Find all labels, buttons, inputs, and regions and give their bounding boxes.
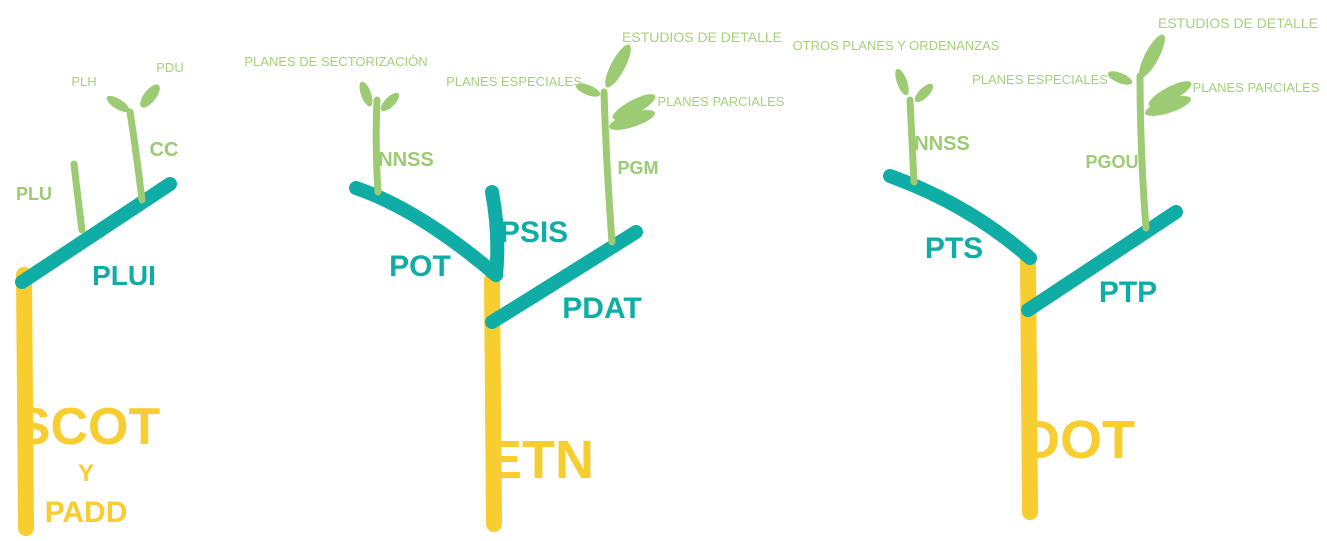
trunk-scot xyxy=(16,267,34,536)
leaf-plh xyxy=(106,95,130,113)
leaf-parciales-2 xyxy=(609,110,655,130)
leaf-pdu xyxy=(140,84,160,108)
twig-label-pgou: PGOU xyxy=(1085,152,1138,172)
leaf-sectorizacion-left xyxy=(359,81,373,107)
leaf-label-pdu: PDU xyxy=(156,60,183,75)
leaf-parciales-2 xyxy=(1145,96,1191,116)
twig-cc xyxy=(126,108,146,204)
leaf-estudios xyxy=(1139,34,1165,78)
twig-plu xyxy=(70,160,86,234)
trunk-label-etn: ETN xyxy=(486,430,594,490)
leaf-otros-left xyxy=(895,68,909,96)
leaf-otros-right xyxy=(914,83,934,103)
branch-pot xyxy=(349,181,503,282)
branch-label-pot: POT xyxy=(389,250,451,283)
branch-label-ptp: PTP xyxy=(1099,276,1157,309)
leaf-parciales-1 xyxy=(1148,81,1192,107)
twig-label-cc: CC xyxy=(150,139,179,161)
twig-pgou xyxy=(1136,72,1150,232)
leaf-estudios xyxy=(605,44,631,88)
twig-label-nnss: NNSS xyxy=(378,149,434,171)
branch-plui xyxy=(15,177,177,289)
branch-pdat xyxy=(485,225,643,329)
tree-etn: ETN POT PSIS PDAT NNSS PGM PLANES DE SEC… xyxy=(244,29,785,532)
twig-label-pgm: PGM xyxy=(617,158,658,178)
leaf-especiales xyxy=(575,83,601,97)
leaf-label-plh: PLH xyxy=(71,74,96,89)
branch-label-psis: PSIS xyxy=(500,216,568,249)
branch-label-pdat: PDAT xyxy=(562,292,641,325)
branch-ptp xyxy=(1021,205,1183,317)
leaf-label-parciales: PLANES PARCIALES xyxy=(658,94,785,109)
branch-psis xyxy=(485,185,505,282)
leaf-parciales-1 xyxy=(612,94,656,120)
trunk-label-line1: SCOT xyxy=(16,398,161,456)
twig-label-nnss: NNSS xyxy=(914,133,970,155)
leaf-sectorizacion-right xyxy=(380,92,400,112)
leaf-especiales xyxy=(1107,71,1133,85)
leaf-label-estudios: ESTUDIOS DE DETALLE xyxy=(622,29,782,45)
leaf-label-especiales: PLANES ESPECIALES xyxy=(972,72,1108,87)
leaf-label-especiales: PLANES ESPECIALES xyxy=(446,74,582,89)
twig-nnss xyxy=(906,96,918,186)
leaf-label-sectorizacion: PLANES DE SECTORIZACIÓN xyxy=(244,54,427,69)
branch-pts xyxy=(883,169,1037,265)
trunk-label-line2: Y xyxy=(78,460,94,487)
branch-label-plui: PLUI xyxy=(92,260,156,291)
trunk-dot xyxy=(1020,252,1038,520)
leaf-label-parciales: PLANES PARCIALES xyxy=(1193,80,1320,95)
branch-label-pts: PTS xyxy=(925,232,983,265)
twig-nnss xyxy=(372,96,382,196)
tree-scot: SCOT Y PADD PLUI PLU CC PLH PDU xyxy=(15,60,184,536)
trunk-label-line3: PADD xyxy=(45,496,128,529)
trunk-label-dot: DOT xyxy=(1021,410,1135,470)
twig-label-plu: PLU xyxy=(16,184,52,204)
leaf-label-estudios: ESTUDIOS DE DETALLE xyxy=(1158,15,1318,31)
tree-dot: DOT PTS PTP NNSS PGOU OTROS PLANES Y ORD… xyxy=(793,15,1320,520)
leaf-label-otros: OTROS PLANES Y ORDENANZAS xyxy=(793,38,1000,53)
twig-pgm xyxy=(600,88,616,246)
